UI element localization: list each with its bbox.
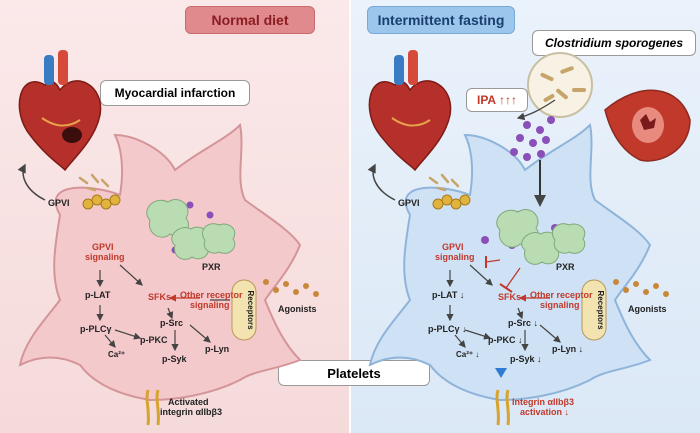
gpvi-label-right: GPVI [398, 198, 420, 208]
intermittent-fasting-title: Intermittent fasting [367, 6, 515, 34]
clostridium-label: Clostridium sporogenes [532, 30, 696, 56]
sfks-right: SFKs [498, 292, 521, 302]
psrc-left: p-Src [160, 318, 183, 328]
gpvi-receptor-left [82, 194, 121, 210]
collagen-right [428, 173, 460, 192]
integrin-icon-right [495, 389, 510, 426]
sfks-left: SFKs [148, 292, 171, 302]
integrin-icon-left [145, 389, 160, 426]
pxr-left: PXR [202, 262, 221, 272]
pkc-left: p-PKC [140, 335, 168, 345]
plat-left: p-LAT [85, 290, 111, 300]
heart-icon-left [18, 50, 102, 172]
ca-left: Ca²⁺ [108, 350, 125, 359]
psyk-right: p-Syk ↓ [510, 354, 542, 364]
heart-icon-right [368, 50, 452, 172]
myocardial-infarction-label: Myocardial infarction [100, 80, 250, 106]
receptors-right: Receptors [596, 290, 605, 330]
petri-dish-icon [527, 52, 593, 118]
down-arrow-icon [495, 368, 507, 378]
gpvi-label-left: GPVI [48, 198, 70, 208]
agonist-dots-left [263, 279, 319, 297]
psrc-right: p-Src ↓ [508, 318, 538, 328]
psyk-left: p-Syk [162, 354, 188, 364]
collagen-left [78, 173, 110, 192]
ca-right: Ca²⁺ ↓ [456, 350, 479, 359]
ipa-label: IPA ↑↑↑ [466, 88, 528, 112]
pxr-protein-left [146, 199, 236, 260]
receptors-left: Receptors [246, 290, 255, 330]
plyn-left: p-Lyn [205, 344, 229, 354]
pxr-protein-right [496, 209, 586, 265]
normal-diet-title: Normal diet [185, 6, 315, 34]
left-platelet-cell [18, 122, 302, 402]
left-molecules [161, 201, 214, 254]
blood-vessel-icon [604, 89, 691, 162]
plat-right: p-LAT ↓ [432, 290, 464, 300]
agonist-dots-right [613, 279, 669, 297]
agonists-left: Agonists [278, 304, 317, 314]
gpvi-receptor-right [432, 194, 471, 210]
plyn-right: p-Lyn ↓ [552, 344, 583, 354]
panel-divider [349, 0, 351, 433]
pkc-right: p-PKC ↓ [488, 335, 523, 345]
receptors-capsule-right [581, 279, 607, 341]
platelets-label: Platelets [278, 360, 430, 386]
plcg-right: p-PLCγ ↓ [428, 324, 467, 334]
right-platelet-cell [368, 122, 652, 402]
pxr-right: PXR [556, 262, 575, 272]
receptors-capsule-left [231, 279, 257, 341]
agonists-right: Agonists [628, 304, 667, 314]
plcg-left: p-PLCγ [80, 324, 112, 334]
